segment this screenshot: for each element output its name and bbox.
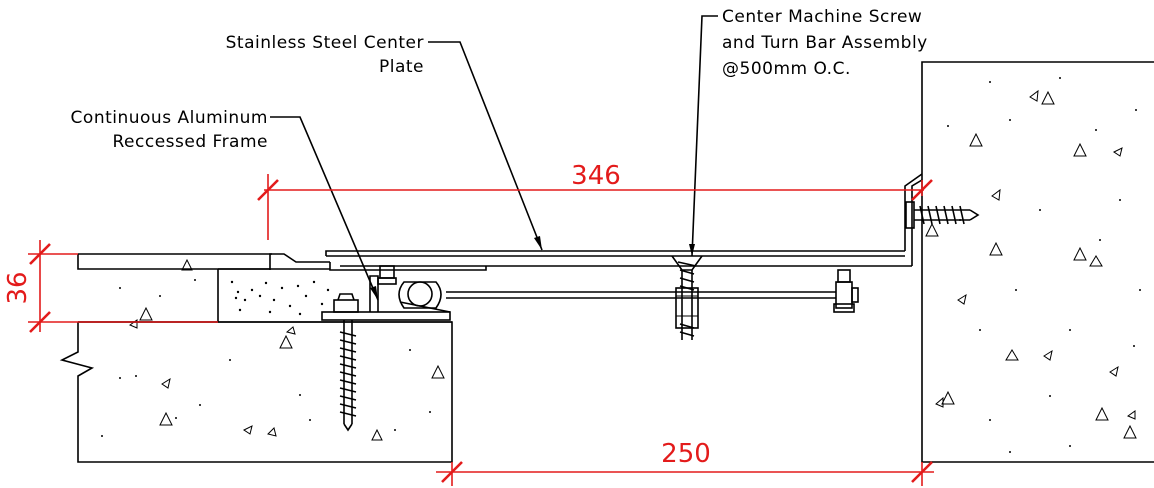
dimension-346: 346 [257,161,933,240]
dimension-346-label: 346 [571,161,621,191]
dimension-36: 36 [3,240,218,333]
turn-bar [446,269,859,313]
leader-lines [270,15,718,301]
anchor-bolt [333,293,359,432]
frame-label-1: Continuous Aluminum [71,108,268,128]
dimension-250-label: 250 [661,439,711,469]
frame-label-2: Reccessed Frame [113,132,269,152]
aluminum-frame [321,265,451,321]
right-wall [921,61,1154,463]
center-plate [269,173,923,271]
center-plate-label-1: Stainless Steel Center [226,33,424,53]
center-machine-screw [671,255,703,340]
left-slab [59,253,453,463]
left-slab-aggregate [101,258,445,441]
dimension-36-label: 36 [3,271,33,304]
callout-screw: Center Machine Screw and Turn Bar Assemb… [722,7,928,79]
screw-label-1: Center Machine Screw [722,7,922,27]
callout-center-plate: Stainless Steel Center Plate [226,33,424,77]
screw-label-2: and Turn Bar Assembly [722,33,928,53]
callout-frame: Continuous Aluminum Reccessed Frame [71,108,268,152]
dimension-250: 250 [436,439,934,486]
center-plate-label-2: Plate [379,57,424,77]
wall-anchor-screw [905,201,980,229]
screw-label-3: @500mm O.C. [722,59,851,79]
